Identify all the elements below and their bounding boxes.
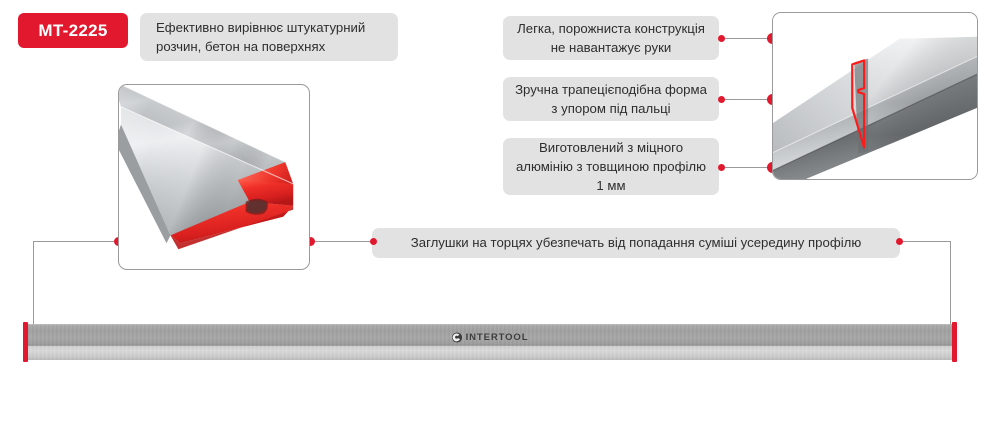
connector-dot-feature-3-box [717,163,725,171]
connector-line-feature-1 [720,38,772,39]
callout-intro: Ефективно вирівнює штукатурний розчин, б… [140,13,398,61]
bar-grain-texture [26,324,954,360]
connector-line-bottom-right-v [950,241,951,331]
connector-dot-bottom-callout-right [895,237,903,245]
connector-line-bottom-callout-left [310,241,373,242]
bar-face [26,324,954,360]
connector-line-feature-3 [720,167,772,168]
bar-end-cap-right [952,322,957,362]
connector-dot-bottom-callout-left [369,237,377,245]
connector-dot-feature-1-box [717,34,725,42]
profile-end-illustration [119,85,294,250]
product-photo-profile-end [119,85,309,269]
brand-logo: INTERTOOL [452,332,529,343]
product-photo-cross-section [773,13,977,179]
connector-line-feature-2 [720,99,772,100]
connector-dot-feature-2-box [717,95,725,103]
callout-feature-trapezoid-shape: Зручна трапецієподібна форма з упором пі… [503,77,719,121]
sku-badge: MT-2225 [18,13,128,48]
bar-end-cap-left [23,322,28,362]
intertool-mark-icon [452,332,463,343]
connector-line-bottom-left-v [33,241,34,331]
product-full-length-bar: INTERTOOL [23,322,957,362]
brand-logo-text: INTERTOOL [465,332,529,343]
callout-feature-end-caps: Заглушки на торцях убезпечать від попада… [372,228,900,258]
connector-line-bottom-right-h [900,241,950,242]
cross-section-illustration [773,36,977,179]
product-photo-frame-profile-end [118,84,310,270]
callout-feature-aluminium-1mm: Виготовлений з міцного алюмінію з товщин… [503,138,719,195]
connector-line-bottom-left-h [33,241,119,242]
product-photo-frame-cross-section [772,12,978,180]
callout-feature-light-hollow: Легка, порожниста конструкція не наванта… [503,16,719,60]
connector-dot-left-frame-end [305,236,315,246]
